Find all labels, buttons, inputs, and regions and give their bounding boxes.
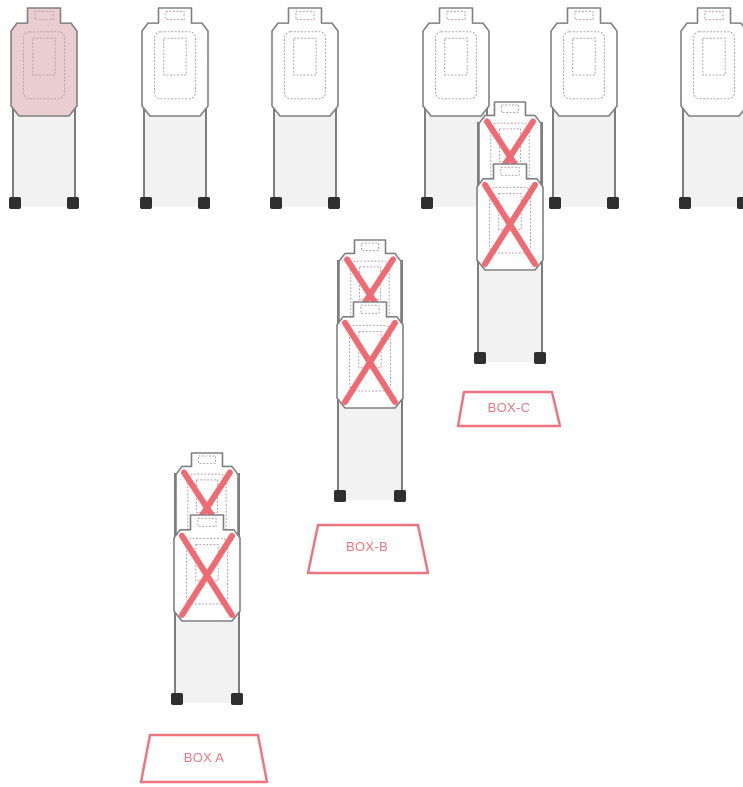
shooting-box-c[interactable]: BOX-C	[458, 392, 560, 426]
paper-target	[11, 8, 77, 116]
target-outline	[477, 164, 543, 270]
paper-target	[272, 8, 338, 116]
paper-target	[681, 8, 743, 116]
stand-foot-left	[474, 352, 486, 364]
back-row-targets	[9, 8, 743, 209]
target-outline	[337, 302, 403, 408]
stand-foot-right	[534, 352, 546, 364]
shooting-box-a[interactable]: BOX A	[141, 735, 267, 782]
no-shoot-stand-2[interactable]	[334, 240, 406, 502]
no-shoot-target-lower	[174, 515, 240, 621]
no-shoot-stand-1[interactable]	[474, 102, 546, 364]
back-row-target-2[interactable]	[140, 8, 210, 209]
target-outline	[142, 8, 208, 116]
stand-foot-left	[549, 197, 561, 209]
paper-target	[423, 8, 489, 116]
stand-foot-right	[67, 197, 79, 209]
stand-foot-right	[328, 197, 340, 209]
no-shoot-target-lower	[477, 164, 543, 270]
target-outline	[681, 8, 743, 116]
box-a-label: BOX A	[184, 750, 225, 765]
target-outline	[174, 515, 240, 621]
stand-foot-left	[9, 197, 21, 209]
stand-foot-right	[607, 197, 619, 209]
stand-foot-left	[140, 197, 152, 209]
stand-foot-right	[737, 197, 743, 209]
back-row-target-3[interactable]	[270, 8, 340, 209]
back-row-target-6[interactable]	[679, 8, 743, 209]
target-outline	[551, 8, 617, 116]
target-outline	[11, 8, 77, 116]
stand-foot-left	[421, 197, 433, 209]
target-outline	[272, 8, 338, 116]
paper-target	[551, 8, 617, 116]
stand-foot-left	[270, 197, 282, 209]
back-row-target-1[interactable]	[9, 8, 79, 209]
back-row-target-5[interactable]	[549, 8, 619, 209]
shooting-box-b[interactable]: BOX-B	[308, 525, 428, 573]
no-shoot-stand-3[interactable]	[171, 453, 243, 705]
target-outline	[423, 8, 489, 116]
no-shoot-target-lower	[337, 302, 403, 408]
stand-foot-left	[171, 693, 183, 705]
stand-foot-left	[679, 197, 691, 209]
box-b-label: BOX-B	[346, 539, 388, 554]
stand-foot-right	[231, 693, 243, 705]
stand-foot-left	[334, 490, 346, 502]
box-c-label: BOX-C	[488, 400, 531, 415]
paper-target	[142, 8, 208, 116]
stand-foot-right	[394, 490, 406, 502]
stand-foot-right	[198, 197, 210, 209]
